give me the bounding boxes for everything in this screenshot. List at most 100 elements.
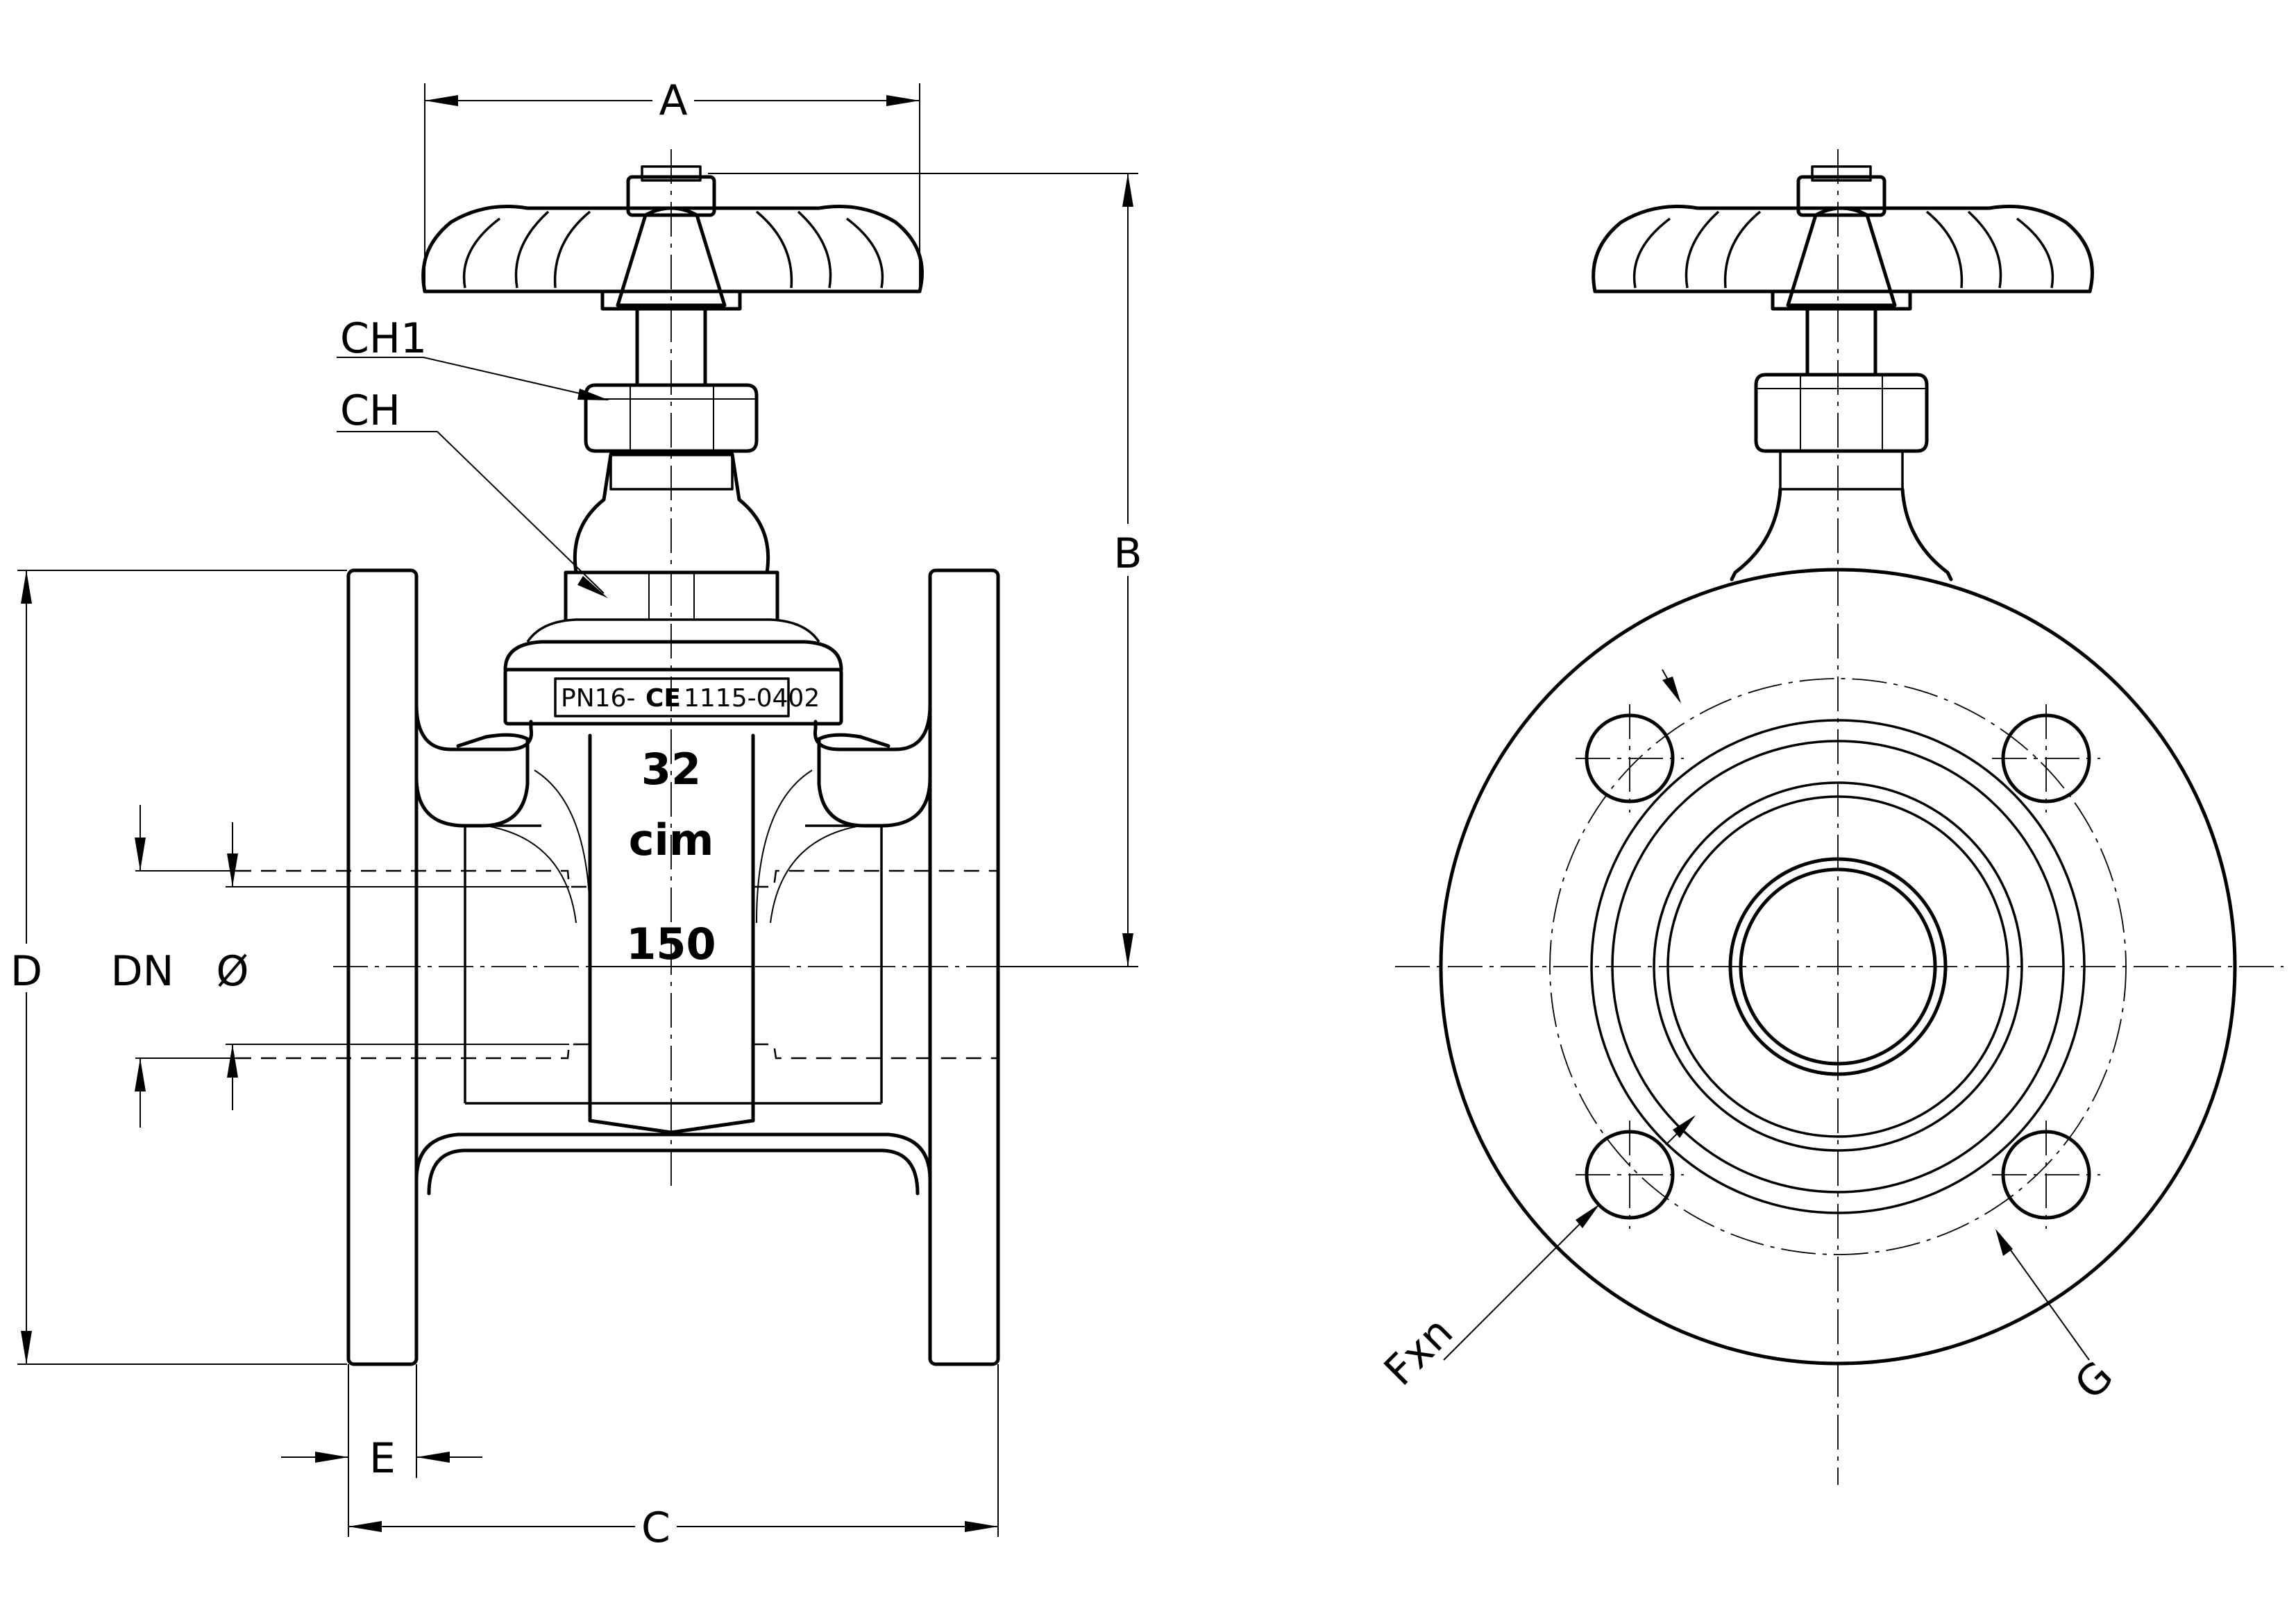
bonnet-neck xyxy=(564,570,779,622)
leader-g-arrow xyxy=(1995,1229,2013,1256)
nameplate-frame xyxy=(554,677,790,717)
dim-c-arrow-right xyxy=(965,1521,998,1532)
front-spoke-l3 xyxy=(1723,210,1762,289)
dim-phi-label: Ø xyxy=(216,947,248,996)
leader-ch1-arrow xyxy=(577,389,609,400)
front-bonnet-flare xyxy=(1730,487,1953,581)
handwheel-spoke-l3 xyxy=(553,210,591,289)
leader-ch xyxy=(437,431,605,594)
top-nut xyxy=(626,175,716,217)
front-bore-inner xyxy=(1739,867,1937,1066)
cert-number-text: 1115-0402 xyxy=(684,684,820,713)
label-ch: CH xyxy=(340,386,400,435)
dim-c-label-bg xyxy=(635,1502,677,1551)
hidden-bore-top-right xyxy=(753,869,999,888)
dim-c-label: C xyxy=(641,1504,670,1552)
bonnet-plate xyxy=(503,668,843,726)
ce-mark: CE xyxy=(645,684,681,713)
body-lower xyxy=(414,1132,932,1182)
diag-indicator-mid-arrow xyxy=(1673,1115,1696,1138)
dim-c-arrow-left xyxy=(348,1521,382,1532)
dim-e-label: E xyxy=(369,1434,396,1483)
diag-indicator-top-arrow xyxy=(1662,677,1681,704)
label-ch1: CH1 xyxy=(340,314,427,363)
handwheel-spoke-r2 xyxy=(797,210,832,289)
brand-marking: cim xyxy=(629,815,714,865)
hidden-bore-bottom-right xyxy=(753,1043,999,1060)
label-g: G xyxy=(2066,1352,2122,1409)
handwheel-spoke-l1 xyxy=(462,217,501,289)
leader-ch1 xyxy=(423,357,605,400)
side-view: PN16- CE 1115-0402 32 cim 150 A B D xyxy=(6,69,1149,1552)
size-marking: 32 xyxy=(641,744,701,794)
body-upper-left xyxy=(414,702,534,751)
gate-wedge xyxy=(588,733,755,1135)
dim-b-arrow-top xyxy=(1122,173,1133,207)
front-outer-flange xyxy=(1439,568,2237,1366)
handwheel-spoke-r1 xyxy=(845,217,884,289)
body-lower-inner xyxy=(427,1148,920,1196)
bonnet-rim xyxy=(526,618,820,643)
front-spoke-l2 xyxy=(1685,210,1720,289)
front-handwheel-body xyxy=(1592,205,2094,294)
dim-a-label-bg xyxy=(652,69,694,118)
hub-base xyxy=(600,289,742,311)
handwheel-spoke-l2 xyxy=(514,210,550,289)
front-spoke-r2 xyxy=(1967,210,2002,289)
label-fxn: Fxn xyxy=(1375,1308,1462,1395)
dim-dn-arrow-bottom xyxy=(135,1058,146,1091)
front-top-nut-cap xyxy=(1811,165,1872,182)
model-marking: 150 xyxy=(626,919,716,969)
body-curve-left xyxy=(534,770,591,924)
leader-g xyxy=(1998,1233,2090,1361)
front-packing-nut xyxy=(1754,373,1929,453)
dim-e-arrow-left xyxy=(315,1452,348,1463)
dim-d-arrow-top xyxy=(21,570,32,604)
body-curve-right-2 xyxy=(770,825,861,924)
front-raised-face-core xyxy=(1666,795,2009,1138)
hidden-bore-top xyxy=(236,869,590,888)
dim-e-arrow-right xyxy=(416,1452,450,1463)
front-spoke-r3 xyxy=(1925,210,1964,289)
dim-a-arrow-left xyxy=(425,95,458,106)
dim-dn-label: DN xyxy=(110,947,174,996)
dim-d-arrow-bottom xyxy=(21,1331,32,1364)
dim-b-arrow-bottom xyxy=(1122,933,1133,967)
bonnet-cap xyxy=(503,640,843,672)
right-flange xyxy=(928,568,1000,1366)
front-raised-face-mid xyxy=(1611,740,2065,1193)
dim-b-label: B xyxy=(1113,529,1142,578)
dim-a-arrow-right xyxy=(886,95,920,106)
dim-phi-arrow-top xyxy=(227,853,238,887)
leader-fxn-arrow xyxy=(1576,1204,1600,1228)
leader-ch-arrow xyxy=(577,576,608,598)
dim-phi-arrow-bottom xyxy=(227,1044,238,1078)
body-left-cheek xyxy=(414,733,530,828)
top-nut-cap xyxy=(641,165,702,182)
front-hub-base xyxy=(1771,289,1912,311)
front-stem xyxy=(1805,303,1877,377)
left-flange xyxy=(346,568,419,1366)
dim-b-label-bg xyxy=(1107,524,1149,576)
front-view: Fxn G xyxy=(1375,149,2284,1485)
hidden-bore-bottom xyxy=(236,1043,590,1060)
front-raised-face-inner xyxy=(1653,781,2023,1152)
dim-d-label-bg xyxy=(6,944,47,992)
front-bore-outer xyxy=(1728,857,1948,1076)
front-spoke-l1 xyxy=(1632,217,1671,289)
body-curve-left-2 xyxy=(485,825,577,924)
front-bolt-circle xyxy=(1549,678,2127,1255)
front-top-nut xyxy=(1796,175,1886,217)
body-right-cheek xyxy=(817,733,932,828)
pressure-rating-text: PN16- xyxy=(561,684,635,713)
dim-dn-arrow-top xyxy=(135,838,146,871)
handwheel-body xyxy=(421,205,924,294)
front-bonnet-collar xyxy=(1779,450,1904,491)
handwheel-spoke-r3 xyxy=(755,210,793,289)
front-raised-face-outer xyxy=(1590,719,2086,1214)
front-spoke-r1 xyxy=(2016,217,2054,289)
bonnet-flare xyxy=(573,452,770,575)
body-curve-right xyxy=(756,770,813,924)
body-upper-right xyxy=(813,702,932,751)
